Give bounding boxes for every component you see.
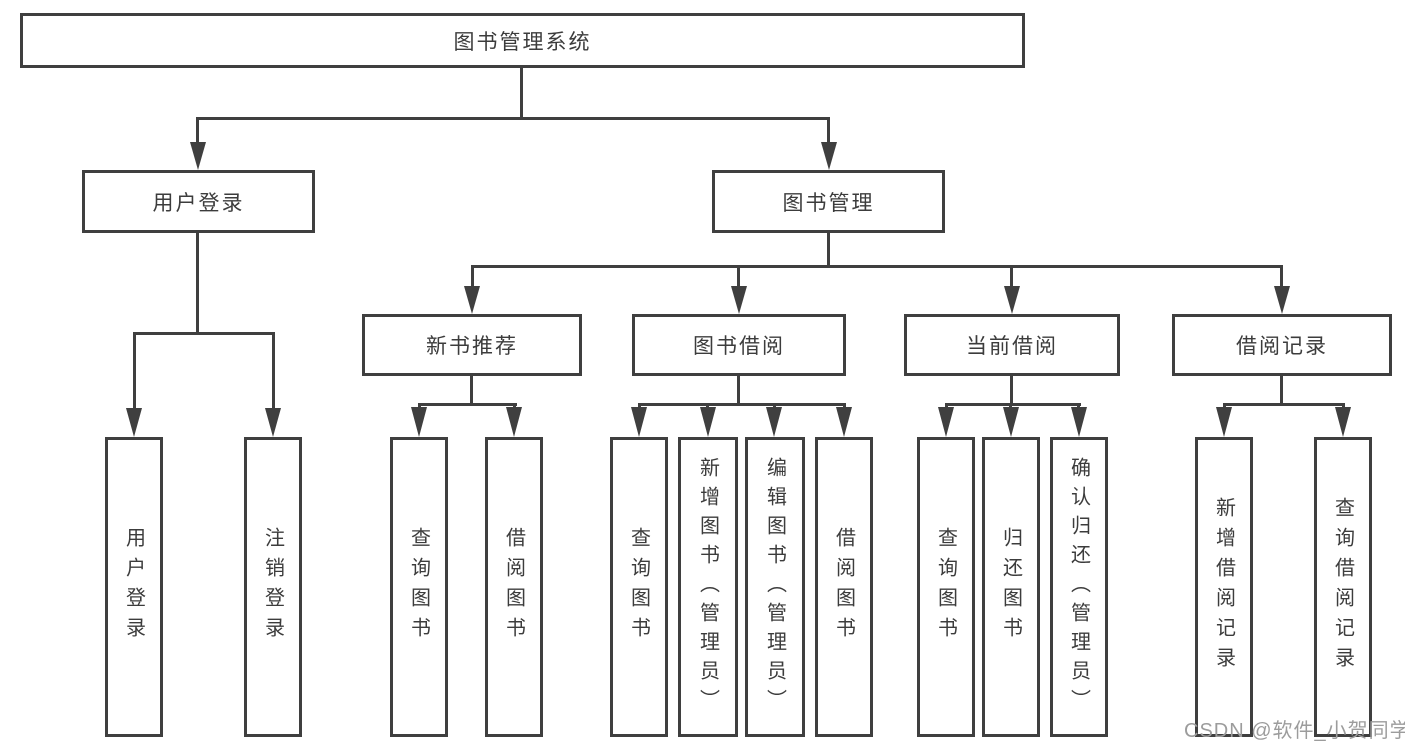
arrowhead-borrow-books: [506, 407, 522, 437]
arrowhead-edit-books: [766, 407, 782, 437]
connector-root-stem: [520, 68, 523, 120]
arrowhead-borrow-records: [1274, 286, 1290, 314]
node-new-book-recommendation: 新书推荐: [362, 314, 582, 376]
leaf-borrow-books-label: 借阅图书: [832, 527, 855, 647]
connector-drop-current-borrow: [1010, 267, 1013, 289]
leaf-return-books: 归还图书: [982, 437, 1040, 737]
leaf-return-books-label: 归还图书: [999, 527, 1022, 647]
connector-drop-book-borrow: [737, 267, 740, 289]
leaf-query-books-label: 查询图书: [627, 527, 650, 647]
leaf-add-books-label: 新增图书（管理员）: [696, 456, 719, 718]
arrowhead-query-books: [631, 407, 647, 437]
leaf-query-borrow-record-label: 查询借阅记录: [1331, 497, 1354, 677]
leaf-query-books-borrowing: 查询图书: [610, 437, 668, 737]
node-book-management: 图书管理: [712, 170, 945, 233]
leaf-query-books-label: 查询图书: [407, 527, 430, 647]
node-borrowing-records: 借阅记录: [1172, 314, 1392, 376]
connector-root-branch: [196, 117, 830, 120]
leaf-add-books-admin: 新增图书（管理员）: [678, 437, 738, 737]
connector-drop-leaf-user-login: [133, 334, 136, 410]
arrowhead-current-borrow: [1004, 286, 1020, 314]
connector-new-book-branch: [418, 403, 517, 406]
connector-book-borrow-stem: [737, 376, 740, 406]
arrowhead-return-books: [1003, 407, 1019, 437]
leaf-add-borrow-record-label: 新增借阅记录: [1212, 497, 1235, 677]
leaf-query-borrow-record: 查询借阅记录: [1314, 437, 1372, 737]
node-user-login: 用户登录: [82, 170, 315, 233]
connector-drop-new-book: [471, 267, 474, 289]
leaf-user-login-label: 用户登录: [122, 527, 145, 647]
connector-book-management-branch: [471, 265, 1283, 268]
arrowhead-query-books: [411, 407, 427, 437]
arrowhead-new-book: [464, 286, 480, 314]
node-root: 图书管理系统: [20, 13, 1025, 68]
connector-drop-borrow-records: [1280, 267, 1283, 289]
leaf-edit-books-admin: 编辑图书（管理员）: [745, 437, 805, 737]
arrowhead-leaf-user-login: [126, 408, 142, 437]
leaf-borrow-books-recommend: 借阅图书: [485, 437, 543, 737]
connector-user-login-stem: [196, 233, 199, 335]
connector-borrow-records-branch: [1223, 403, 1345, 406]
connector-drop-user-login: [196, 119, 199, 145]
node-new-book-label: 新书推荐: [426, 335, 518, 358]
node-current-borrowing-label: 当前借阅: [966, 335, 1058, 358]
node-root-label: 图书管理系统: [453, 30, 592, 54]
arrowhead-confirm-return: [1071, 407, 1087, 437]
leaf-query-books-label: 查询图书: [934, 527, 957, 647]
node-book-management-label: 图书管理: [782, 191, 875, 215]
node-book-borrowing: 图书借阅: [632, 314, 846, 376]
arrowhead-user-login: [190, 142, 206, 170]
leaf-borrow-books-label: 借阅图书: [502, 527, 525, 647]
node-book-borrowing-label: 图书借阅: [693, 335, 785, 358]
node-user-login-label: 用户登录: [152, 191, 245, 215]
arrowhead-book-borrow: [731, 286, 747, 314]
leaf-add-borrow-record: 新增借阅记录: [1195, 437, 1253, 737]
leaf-logout-login-label: 注销登录: [261, 527, 284, 647]
leaf-confirm-return-admin: 确认归还（管理员）: [1050, 437, 1108, 737]
leaf-query-books-current: 查询图书: [917, 437, 975, 737]
arrowhead-leaf-logout: [265, 408, 281, 437]
leaf-query-books-recommend: 查询图书: [390, 437, 448, 737]
connector-current-borrow-branch: [945, 403, 1081, 406]
connector-book-borrow-branch: [638, 403, 846, 406]
watermark: CSDN @软件_小贺同学: [1184, 720, 1405, 742]
node-borrowing-records-label: 借阅记录: [1236, 335, 1328, 358]
arrowhead-book-management: [821, 142, 837, 170]
connector-borrow-records-stem: [1280, 376, 1283, 406]
leaf-borrow-books-borrowing: 借阅图书: [815, 437, 873, 737]
connector-drop-book-management: [827, 119, 830, 145]
connector-user-login-branch: [133, 332, 275, 335]
arrowhead-add-borrow-record: [1216, 407, 1232, 437]
node-current-borrowing: 当前借阅: [904, 314, 1120, 376]
leaf-confirm-return-label: 确认归还（管理员）: [1067, 456, 1090, 718]
connector-current-borrow-stem: [1010, 376, 1013, 406]
arrowhead-add-books: [700, 407, 716, 437]
connector-book-management-stem: [827, 233, 830, 268]
arrowhead-query-books: [938, 407, 954, 437]
arrowhead-borrow-books: [836, 407, 852, 437]
leaf-logout-login: 注销登录: [244, 437, 302, 737]
arrowhead-query-borrow-record: [1335, 407, 1351, 437]
connector-new-book-stem: [470, 376, 473, 406]
leaf-user-login: 用户登录: [105, 437, 163, 737]
leaf-edit-books-label: 编辑图书（管理员）: [763, 456, 786, 718]
connector-drop-leaf-logout: [272, 334, 275, 410]
